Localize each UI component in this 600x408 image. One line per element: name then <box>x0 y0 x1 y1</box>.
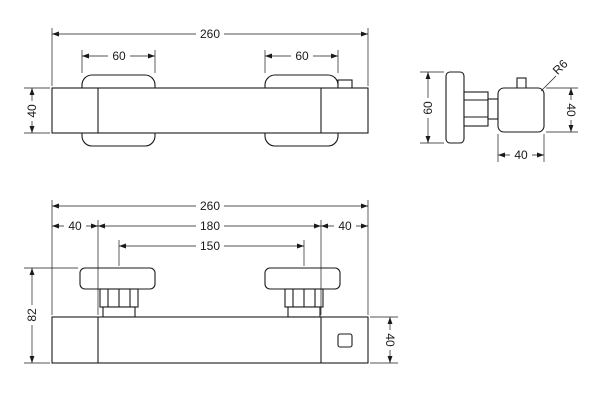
front-button <box>337 333 353 348</box>
dim-side-body-height: 40 <box>564 103 578 117</box>
dim-front-overall-length: 260 <box>200 199 220 213</box>
dim-front-left-offset: 40 <box>68 219 82 233</box>
front-body <box>51 316 369 364</box>
dim-top-left-connector: 60 <box>112 49 126 63</box>
dim-front-centres-min: 150 <box>200 239 220 253</box>
dim-front-body-height: 40 <box>383 333 397 347</box>
radius-leader <box>540 75 557 92</box>
dim-top-overall-length: 260 <box>200 27 220 41</box>
dim-front-centres-max: 180 <box>200 219 220 233</box>
side-view: R6 60 40 40 <box>420 57 579 162</box>
left-handle <box>79 267 156 290</box>
dim-side-flange-height: 60 <box>421 101 435 115</box>
front-view: 260 40 180 40 150 82 40 <box>24 198 398 364</box>
dim-top-body-height: 40 <box>25 104 39 118</box>
left-nut <box>99 288 139 318</box>
dim-side-body-depth: 40 <box>514 148 528 162</box>
side-flange <box>445 71 465 144</box>
right-nut <box>284 288 324 318</box>
dim-side-corner-radius: R6 <box>550 57 571 78</box>
dim-top-right-connector: 60 <box>295 49 309 63</box>
side-pin <box>516 77 527 90</box>
side-nut-tail <box>487 98 499 120</box>
top-body <box>51 87 369 134</box>
top-view: 260 60 60 40 <box>24 26 369 147</box>
side-nut <box>463 91 489 127</box>
dim-front-right-offset: 40 <box>338 219 352 233</box>
side-body <box>497 87 545 133</box>
right-handle <box>264 267 341 290</box>
dim-front-overall-height: 82 <box>25 308 39 322</box>
